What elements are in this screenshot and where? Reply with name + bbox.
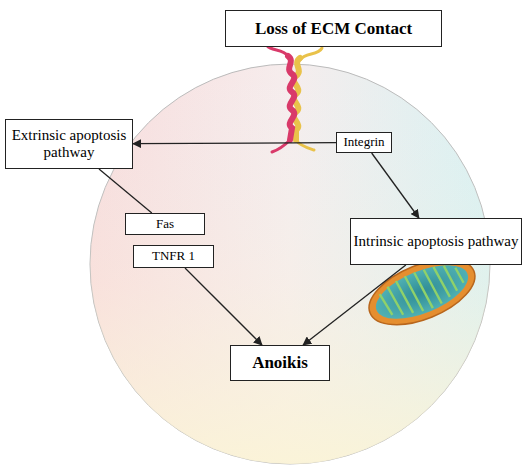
connector-arrow — [133, 143, 336, 144]
pathway-box: Extrinsic apoptosis pathway — [5, 119, 133, 169]
mitochondrion-cristae — [377, 257, 468, 325]
connector-arrow — [372, 153, 419, 218]
node-label: TNFR 1 — [152, 249, 195, 264]
node-label: Anoikis — [252, 353, 308, 373]
integrin-alpha-strand — [288, 56, 294, 140]
receptor-box: TNFR 1 — [133, 245, 214, 268]
receptor-box: Fas — [125, 213, 205, 235]
outcome-box: Anoikis — [230, 345, 330, 381]
node-label: Fas — [156, 217, 174, 232]
connector-arrow — [185, 268, 262, 345]
node-label: Integrin — [343, 135, 384, 150]
integrin-beta-tail — [296, 48, 322, 150]
integrin-illustration — [266, 44, 322, 152]
node-label: Loss of ECM Contact — [255, 19, 412, 39]
node-label: Intrinsic apoptosis pathway — [354, 233, 519, 250]
receptor-box: Integrin — [336, 132, 392, 153]
pathway-box: Intrinsic apoptosis pathway — [350, 218, 522, 265]
node-label: Extrinsic apoptosis pathway — [6, 127, 132, 162]
integrin-alpha-tail — [266, 44, 290, 152]
mitochondrion-inner — [369, 254, 476, 330]
connector-arrow — [303, 265, 406, 345]
connector-arrow — [99, 169, 152, 213]
trigger-box: Loss of ECM Contact — [225, 10, 442, 47]
